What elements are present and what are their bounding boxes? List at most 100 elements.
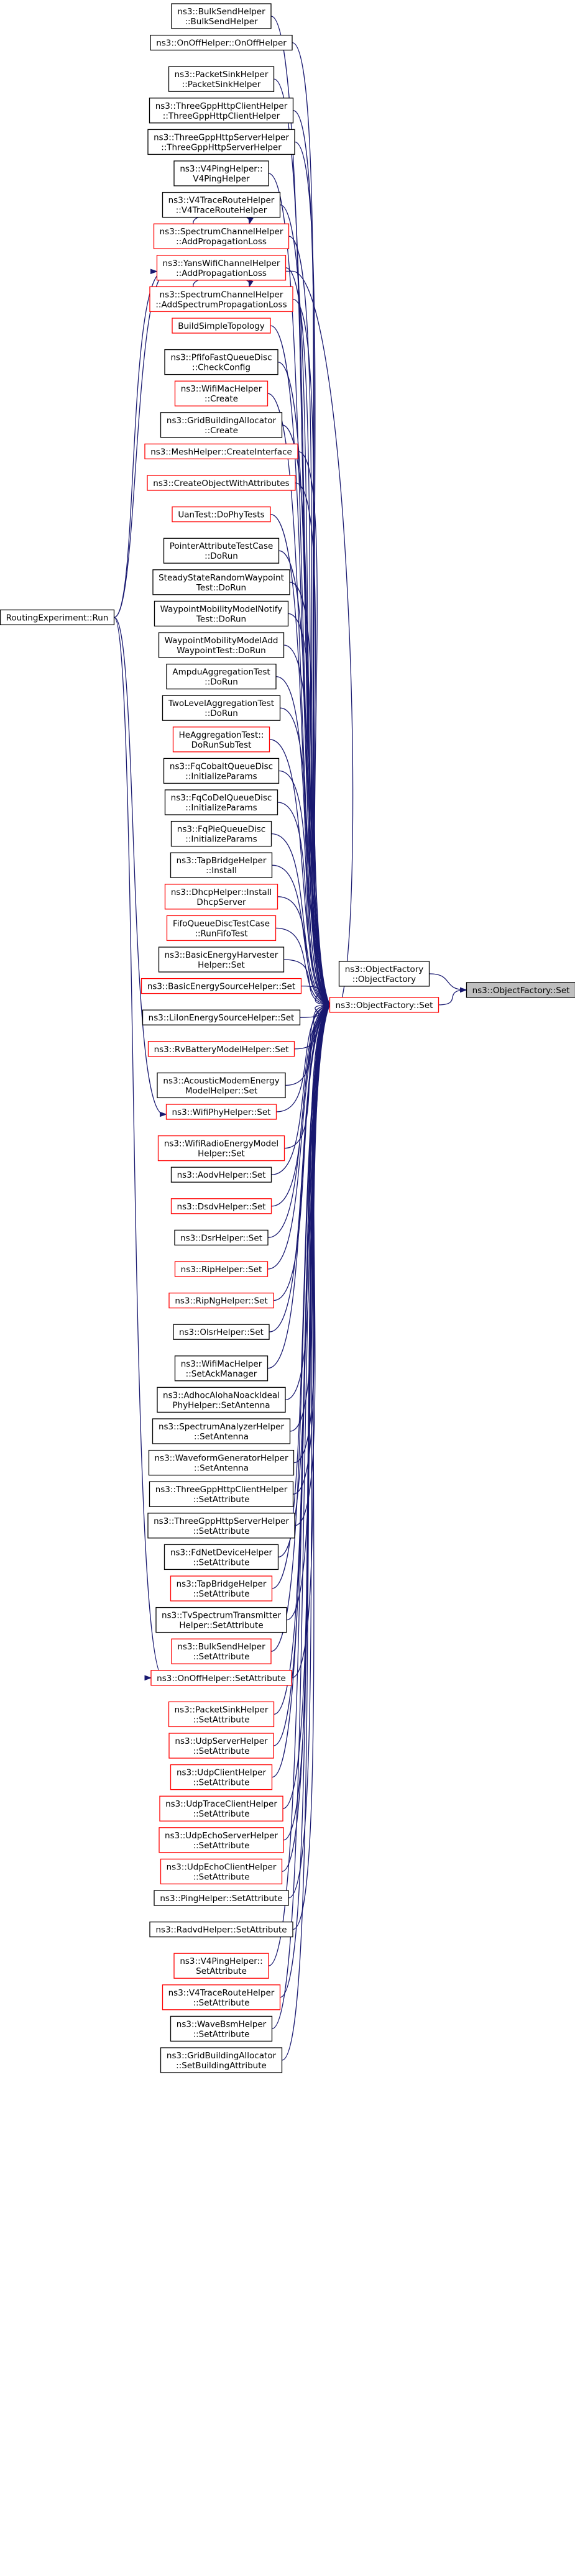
caller-node-ns3-ripnghelper-set-box[interactable] [168,1292,274,1309]
caller-node-ns3-threegpphttpserverhelper-threegpphttpserverhelper-box[interactable] [147,129,295,155]
caller-node-ns3-yanswifichannelhelper-addpropagationloss-box[interactable] [156,255,287,281]
caller-node-ns3-udptraceclienthelper-setattribute[interactable]: ns3::UdpTraceClientHelper::SetAttribute [159,1795,283,1822]
caller-node-ns3-dsdvhelper-set[interactable]: ns3::DsdvHelper::Set [170,1198,272,1214]
caller-node-uantest-dophytests[interactable]: UanTest::DoPhyTests [172,506,271,523]
caller-node-ns3-fdnetdevicehelper-setattribute-box[interactable] [163,1544,279,1570]
caller-node-ns3-v4pinghelper-setattribute[interactable]: ns3::V4PingHelper::SetAttribute [173,1953,269,1979]
caller-node-ns3-fdnetdevicehelper-setattribute[interactable]: ns3::FdNetDeviceHelper::SetAttribute [163,1544,279,1570]
caller-node-ns3-wifiradioenergymodel-helper-set-box[interactable] [157,1135,285,1162]
caller-node-ns3-waveformgeneratorhelper-setantenna[interactable]: ns3::WaveformGeneratorHelper::SetAntenna [148,1449,295,1476]
objectfactory-constructor-node-box[interactable] [338,961,430,987]
caller-node-ns3-packetsinkhelper-packetsinkhelper[interactable]: ns3::PacketSinkHelper::PacketSinkHelper [168,66,275,92]
caller-node-ns3-onoffhelper-setattribute-box[interactable] [150,1670,292,1686]
caller-node-ns3-riphelper-set[interactable]: ns3::RipHelper::Set [174,1261,269,1277]
caller-node-ns3-gridbuildingallocator-create[interactable]: ns3::GridBuildingAllocator::Create [160,412,283,438]
caller-node-ns3-bulksendhelper-setattribute[interactable]: ns3::BulkSendHelper::SetAttribute [171,1638,272,1664]
caller-node-ns3-spectrumanalyzerhelper-setantenna-box[interactable] [152,1418,291,1444]
caller-node-heaggregationtest-dorunsubtest-box[interactable] [172,727,270,753]
caller-node-ns3-gridbuildingallocator-setbuildingattribute-box[interactable] [160,2047,283,2073]
caller-node-ns3-pinghelper-setattribute[interactable]: ns3::PingHelper::SetAttribute [154,1890,289,1906]
caller-node-ns3-tapbridgehelper-install[interactable]: ns3::TapBridgeHelper::Install [170,852,273,878]
caller-node-ns3-spectrumanalyzerhelper-setantenna[interactable]: ns3::SpectrumAnalyzerHelper::SetAntenna [152,1418,291,1444]
caller-node-ns3-fqcodelqueuedisc-initializeparams[interactable]: ns3::FqCoDelQueueDisc::InitializeParams [164,789,278,815]
caller-node-ns3-v4traceroutehelper-setattribute-box[interactable] [162,1984,281,2010]
caller-node-ns3-v4pinghelper-v4pinghelper-box[interactable] [173,160,269,186]
caller-node-ns3-bulksendhelper-setattribute-box[interactable] [171,1638,272,1664]
caller-node-ns3-v4pinghelper-setattribute-box[interactable] [173,1953,269,1979]
caller-node-ns3-meshhelper-createinterface[interactable]: ns3::MeshHelper::CreateInterface [144,443,298,460]
root-node-objectfactory-set[interactable]: ns3::ObjectFactory::Set [466,982,575,998]
caller-node-ns3-liionenergysourcehelper-set-box[interactable] [142,1009,301,1025]
caller-node-waypointmobilitymodeladd-waypointtest-dorun[interactable]: WaypointMobilityModelAddWaypointTest::Do… [158,632,285,658]
caller-node-ns3-basicenergysourcehelper-set-box[interactable] [140,978,302,994]
caller-node-ns3-wifiphyhelper-set-box[interactable] [165,1104,277,1120]
caller-node-ns3-basicenergyharvester-helper-set-box[interactable] [158,947,285,973]
caller-node-ns3-dsdvhelper-set-box[interactable] [170,1198,272,1214]
caller-node-heaggregationtest-dorunsubtest[interactable]: HeAggregationTest::DoRunSubTest [172,727,270,753]
caller-node-ns3-ripnghelper-set[interactable]: ns3::RipNgHelper::Set [168,1292,274,1309]
caller-node-ns3-aodvhelper-set-box[interactable] [170,1167,272,1183]
caller-node-pointerattributetestcase-dorun-box[interactable] [163,538,280,564]
caller-node-ns3-dsrhelper-set-box[interactable] [174,1229,269,1246]
caller-node-ns3-wifimachelper-create[interactable]: ns3::WifiMacHelper::Create [174,380,269,406]
caller-node-ns3-pfifofastqueuedisc-checkconfig-box[interactable] [164,349,278,375]
caller-node-ns3-v4traceroutehelper-v4traceroutehelper-box[interactable] [162,191,281,218]
routingexperiment-run-node-box[interactable] [0,609,115,626]
caller-node-ns3-tvspectrumtransmitter-helper-setattribute[interactable]: ns3::TvSpectrumTransmitterHelper::SetAtt… [155,1607,287,1633]
caller-node-ns3-wifimachelper-create-box[interactable] [174,380,269,406]
caller-node-ns3-wifiphyhelper-set[interactable]: ns3::WifiPhyHelper::Set [165,1104,277,1120]
caller-node-ns3-packetsinkhelper-setattribute[interactable]: ns3::PacketSinkHelper::SetAttribute [168,1701,275,1728]
caller-node-ns3-udpechoserverhelper-setattribute-box[interactable] [159,1827,284,1853]
caller-node-ns3-v4traceroutehelper-v4traceroutehelper[interactable]: ns3::V4TraceRouteHelper::V4TraceRouteHel… [162,191,281,218]
caller-node-ns3-tapbridgehelper-install-box[interactable] [170,852,273,878]
caller-node-ns3-onoffhelper-setattribute[interactable]: ns3::OnOffHelper::SetAttribute [150,1670,292,1686]
caller-node-ns3-createobjectwithattributes[interactable]: ns3::CreateObjectWithAttributes [147,475,296,491]
caller-node-ns3-bulksendhelper-bulksendhelper[interactable]: ns3::BulkSendHelper::BulkSendHelper [171,3,272,29]
caller-node-buildsimpletopology-box[interactable] [172,318,271,334]
caller-node-ns3-olsrhelper-set[interactable]: ns3::OlsrHelper::Set [173,1324,270,1340]
caller-node-ns3-adhocalohanoackideal-phyhelper-setantenna-box[interactable] [157,1387,286,1413]
caller-node-uantest-dophytests-box[interactable] [172,506,271,523]
caller-node-ns3-wifimachelper-setackmanager[interactable]: ns3::WifiMacHelper::SetAckManager [174,1355,269,1382]
caller-node-ns3-udpechoclienthelper-setattribute-box[interactable] [160,1858,283,1885]
caller-node-ns3-udpserverhelper-setattribute[interactable]: ns3::UdpServerHelper::SetAttribute [168,1733,274,1759]
caller-node-ns3-udpserverhelper-setattribute-box[interactable] [168,1733,274,1759]
caller-node-fifoqueuedisctestcase-runfifotest[interactable]: FifoQueueDiscTestCase::RunFifoTest [166,915,277,942]
caller-node-ns3-spectrumchannelhelper-addspectrumpropagationloss[interactable]: ns3::SpectrumChannelHelper::AddSpectrumP… [149,286,293,313]
caller-node-ns3-gridbuildingallocator-create-box[interactable] [160,412,283,438]
caller-node-ns3-olsrhelper-set-box[interactable] [173,1324,270,1340]
caller-node-ns3-rvbatterymodelhelper-set-box[interactable] [147,1041,295,1057]
caller-node-ns3-spectrumchannelhelper-addpropagationloss[interactable]: ns3::SpectrumChannelHelper::AddPropagati… [153,223,290,249]
caller-node-ampduaggregationtest-dorun-box[interactable] [166,663,277,690]
caller-node-ns3-riphelper-set-box[interactable] [174,1261,269,1277]
caller-node-ns3-wavebsmhelper-setattribute[interactable]: ns3::WaveBsmHelper::SetAttribute [170,2015,273,2042]
caller-node-ns3-spectrumchannelhelper-addspectrumpropagationloss-box[interactable] [149,286,293,313]
caller-node-ns3-onoffhelper-onoffhelper[interactable]: ns3::OnOffHelper::OnOffHelper [150,34,293,51]
caller-node-ns3-threegpphttpclienthelper-threegpphttpclienthelper[interactable]: ns3::ThreeGppHttpClientHelper::ThreeGppH… [149,98,294,124]
caller-node-ns3-v4traceroutehelper-setattribute[interactable]: ns3::V4TraceRouteHelper::SetAttribute [162,1984,281,2010]
caller-node-ns3-threegpphttpclienthelper-threegpphttpclienthelper-box[interactable] [149,98,294,124]
caller-node-fifoqueuedisctestcase-runfifotest-box[interactable] [166,915,277,942]
caller-node-ns3-createobjectwithattributes-box[interactable] [147,475,296,491]
caller-node-ns3-spectrumchannelhelper-addpropagationloss-box[interactable] [153,223,290,249]
caller-node-ns3-adhocalohanoackideal-phyhelper-setantenna[interactable]: ns3::AdhocAlohaNoackIdealPhyHelper::SetA… [157,1387,286,1413]
caller-node-ns3-rvbatterymodelhelper-set[interactable]: ns3::RvBatteryModelHelper::Set [147,1041,295,1057]
caller-node-ns3-wavebsmhelper-setattribute-box[interactable] [170,2015,273,2042]
caller-node-twolevelaggregationtest-dorun[interactable]: TwoLevelAggregationTest::DoRun [162,695,281,721]
caller-node-ns3-acousticmodemenergy-modelhelper-set-box[interactable] [157,1072,286,1099]
caller-node-ns3-v4pinghelper-v4pinghelper[interactable]: ns3::V4PingHelper::V4PingHelper [173,160,269,186]
caller-node-ns3-dsrhelper-set[interactable]: ns3::DsrHelper::Set [174,1229,269,1246]
caller-node-ns3-pinghelper-setattribute-box[interactable] [154,1890,289,1906]
caller-node-ns3-udpclienthelper-setattribute-box[interactable] [170,1764,273,1790]
caller-node-ns3-radvdhelper-setattribute[interactable]: ns3::RadvdHelper::SetAttribute [149,1921,293,1938]
caller-node-ns3-onoffhelper-onoffhelper-box[interactable] [150,34,293,51]
caller-node-ns3-tapbridgehelper-setattribute-box[interactable] [170,1575,273,1602]
objectfactory-set-node-box[interactable] [329,997,439,1013]
caller-node-ns3-aodvhelper-set[interactable]: ns3::AodvHelper::Set [170,1167,272,1183]
caller-node-ampduaggregationtest-dorun[interactable]: AmpduAggregationTest::DoRun [166,663,277,690]
caller-node-twolevelaggregationtest-dorun-box[interactable] [162,695,281,721]
